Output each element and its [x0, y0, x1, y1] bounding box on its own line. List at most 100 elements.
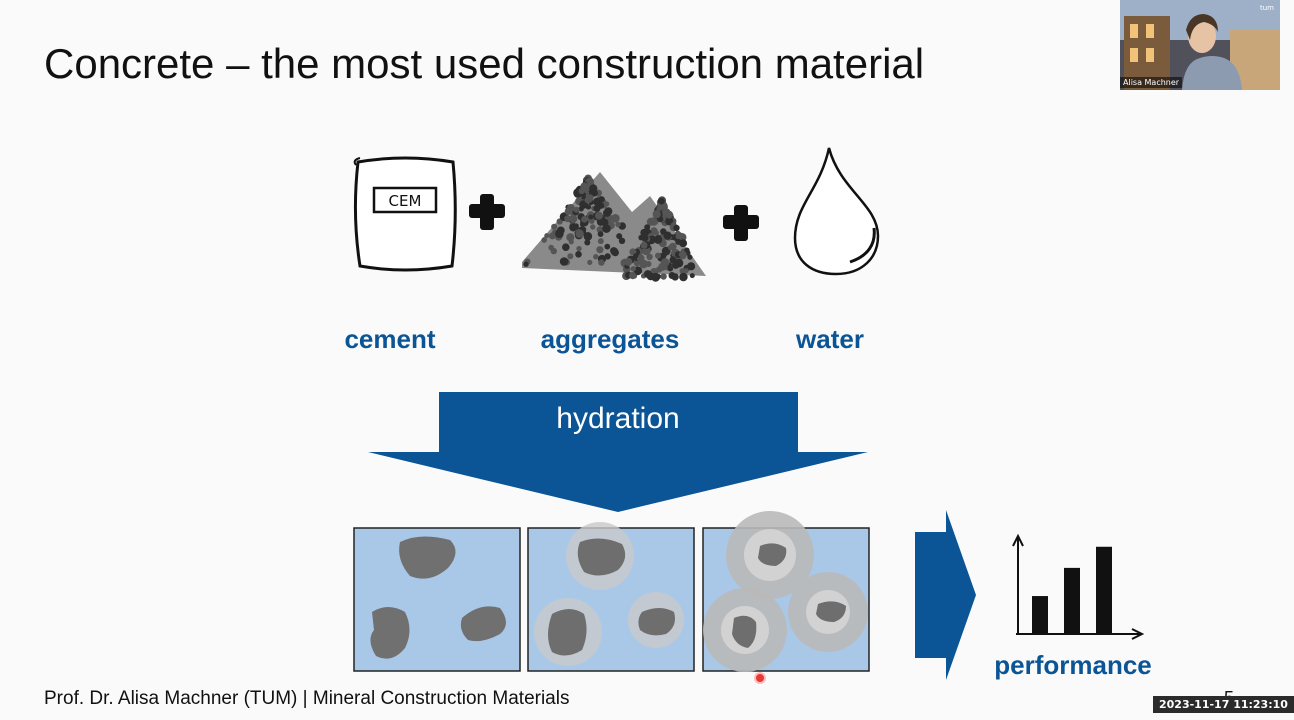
aggregate-pebble — [610, 247, 619, 256]
aggregate-pebble — [587, 259, 593, 265]
aggregate-pebble — [667, 265, 674, 272]
aggregate-pebble — [593, 204, 601, 212]
aggregate-pebble — [569, 223, 578, 232]
aggregate-pebble — [555, 229, 564, 238]
cement-label: cement — [344, 324, 436, 354]
aggregates-label: aggregates — [540, 324, 680, 354]
aggregate-pebble — [644, 224, 651, 231]
aggregate-pebble — [559, 257, 569, 266]
aggregate-pebble — [671, 261, 680, 269]
water-drop-icon — [793, 147, 880, 276]
slide-title: Concrete – the most used construction ma… — [44, 40, 925, 87]
aggregate-pebble — [656, 274, 662, 279]
aggregate-pebble — [602, 224, 611, 233]
aggregate-pebble — [678, 251, 685, 258]
aggregate-pebble — [589, 184, 598, 193]
aggregate-pebble — [566, 233, 575, 242]
aggregate-pebble — [597, 231, 604, 238]
aggregate-pebble — [550, 247, 557, 255]
recording-timestamp: 2023-11-17 11:23:10 — [1153, 696, 1294, 713]
aggregate-pebble — [660, 273, 667, 280]
aggregate-pebble — [653, 230, 659, 236]
aggregate-pebble — [650, 217, 659, 226]
aggregate-pebble — [658, 197, 665, 205]
aggregate-pebble — [679, 239, 688, 248]
aggregate-pebble — [566, 204, 575, 212]
aggregate-pebble — [656, 266, 663, 273]
aggregate-pebble — [687, 262, 696, 271]
aggregate-pebble — [575, 251, 582, 258]
aggregate-pebble — [687, 254, 693, 260]
performance-bar — [1032, 596, 1048, 633]
aggregate-pebble — [583, 232, 593, 241]
aggregate-pebble — [576, 245, 582, 252]
aggregate-pebble — [646, 253, 653, 261]
cement-bag-label: CEM — [389, 192, 422, 210]
hydration-label: hydration — [556, 402, 680, 435]
aggregate-pebble — [603, 208, 611, 217]
aggregate-pebble — [689, 273, 695, 279]
aggregate-pebble — [618, 237, 626, 244]
aggregate-pebble — [598, 259, 605, 266]
performance-chart-icon — [1012, 533, 1145, 640]
aggregate-pebble — [675, 232, 684, 240]
aggregate-pebble — [601, 218, 609, 227]
aggregate-pebble — [629, 272, 637, 280]
aggregate-pebble — [597, 238, 604, 245]
aggregate-pebble — [588, 214, 594, 220]
aggregate-pebble — [523, 261, 529, 267]
aggregate-pebble — [581, 216, 588, 223]
microstructure-stage-1 — [353, 527, 521, 672]
aggregate-pebble — [569, 214, 578, 223]
laser-pointer — [754, 672, 766, 684]
aggregate-pebble — [596, 246, 604, 254]
microstructure-stage-2 — [527, 522, 695, 672]
aggregate-pebble — [544, 233, 550, 239]
aggregate-pebble — [595, 211, 603, 220]
aggregate-pebble — [593, 254, 599, 260]
aggregate-pebble — [567, 253, 574, 260]
aggregate-pebble — [573, 206, 580, 213]
aggregate-pebble — [640, 228, 648, 237]
aggregate-pebble — [665, 210, 674, 219]
plus-icon — [469, 194, 505, 230]
aggregate-pebble — [624, 257, 633, 266]
aggregate-pebble — [640, 241, 648, 249]
aggregate-pebble — [667, 244, 674, 250]
aggregates-pile-icon — [522, 172, 706, 282]
aggregate-pebble — [580, 182, 589, 191]
aggregate-pebble — [673, 224, 680, 232]
performance-arrow — [915, 510, 976, 680]
aggregate-pebble — [633, 260, 640, 267]
aggregate-pebble — [643, 270, 652, 278]
aggregate-pebble — [633, 253, 639, 259]
aggregate-pebble — [679, 268, 686, 274]
aggregate-pebble — [615, 221, 621, 228]
aggregate-pebble — [650, 235, 656, 241]
aggregate-pebble — [575, 229, 584, 238]
hydration-arrow — [368, 392, 868, 512]
aggregate-pebble — [598, 196, 605, 203]
aggregate-pebble — [604, 253, 611, 260]
aggregate-pebble — [663, 231, 672, 240]
participant-video[interactable]: tum Alisa Machner — [1120, 0, 1280, 90]
participant-name: Alisa Machner — [1120, 77, 1183, 88]
aggregate-pebble — [584, 197, 591, 203]
aggregate-pebble — [655, 252, 661, 259]
aggregate-pebble — [585, 204, 592, 210]
aggregate-pebble — [541, 237, 547, 243]
plus-icon — [723, 205, 759, 241]
microstructure-stage-3 — [702, 511, 870, 672]
aggregate-pebble — [596, 226, 604, 234]
cement-bag-icon: CEM — [353, 156, 457, 272]
aggregate-pebble — [684, 247, 690, 253]
water-label: water — [796, 324, 864, 354]
aggregate-pebble — [641, 234, 649, 242]
aggregate-pebble — [636, 254, 645, 262]
aggregate-pebble — [604, 243, 611, 250]
performance-bar — [1064, 567, 1080, 633]
aggregate-pebble — [671, 273, 679, 281]
aggregate-pebble — [652, 210, 661, 219]
video-corner-label: tum — [1260, 4, 1274, 12]
